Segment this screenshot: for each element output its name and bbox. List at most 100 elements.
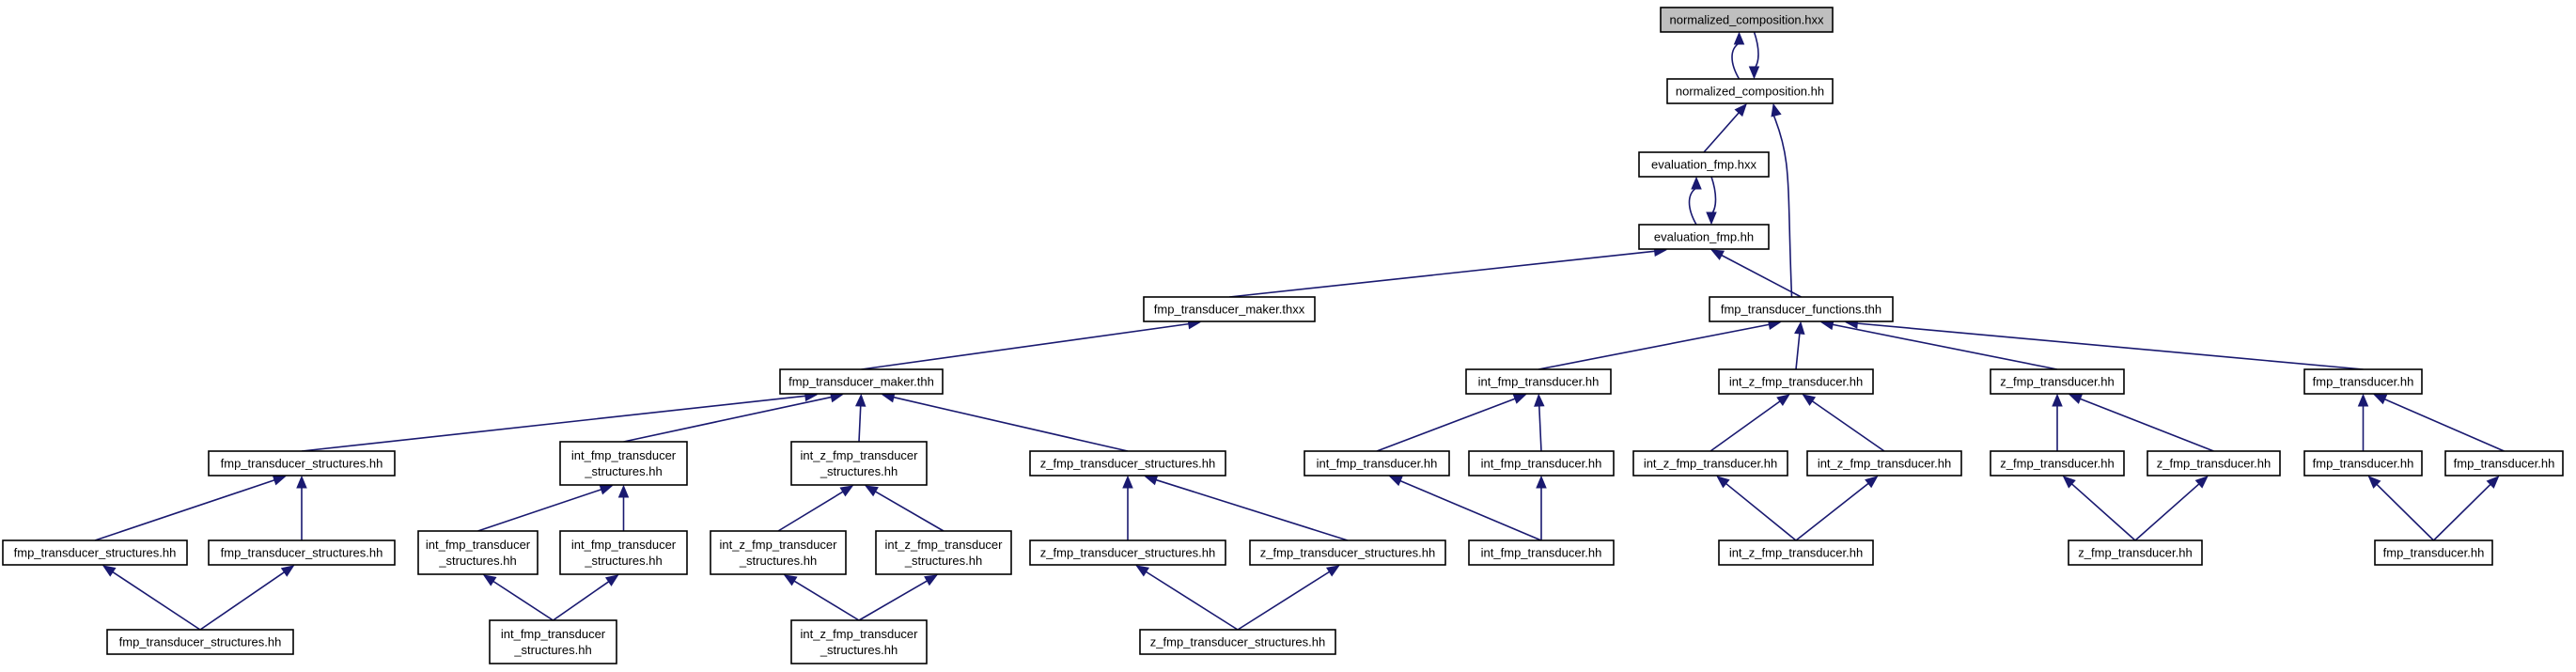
graph-node[interactable]: normalized_composition.hxx [1660,7,1834,33]
graph-node[interactable]: z_fmp_transducer.hh [1990,368,2125,395]
node-label: int_z_fmp_transducer.hh [1644,457,1777,471]
graph-node[interactable]: int_fmp_transducer_structures.hh [559,530,688,575]
node-label: _structures.hh [584,554,662,568]
graph-node[interactable]: z_fmp_transducer_structures.hh [1249,539,1446,566]
node-label: int_z_fmp_transducer.hh [1729,546,1863,560]
graph-node[interactable]: fmp_transducer_structures.hh [208,450,396,477]
node-box [1468,450,1615,477]
dependency-edge [2070,482,2136,541]
graph-node[interactable]: fmp_transducer.hh [2303,368,2423,395]
graph-node[interactable]: int_z_fmp_transducer.hh [1632,450,1788,477]
graph-node[interactable]: evaluation_fmp.hxx [1638,151,1770,178]
dependency-edge [1538,404,1542,452]
dependency-edge [1398,479,1542,541]
graph-node[interactable]: int_z_fmp_transducer.hh [1718,368,1874,395]
arrowhead [1802,394,1817,406]
dependency-edge [1710,176,1717,215]
node-label: _structures.hh [820,643,898,657]
graph-node[interactable]: fmp_transducer_functions.thh [1709,296,1894,322]
arrowhead [2486,476,2500,489]
dependency-edge [301,395,807,452]
arrowhead [1776,394,1790,406]
node-label: normalized_composition.hxx [1669,13,1824,27]
node-label: int_fmp_transducer.hh [1481,546,1602,560]
dependency-edge [1720,254,1802,298]
graph-node[interactable]: int_z_fmp_transducer_structures.hh [790,619,928,664]
dependency-edge [858,579,929,621]
dependency-edge [199,570,286,631]
dependency-edge [1228,250,1656,298]
graph-node[interactable]: int_fmp_transducer_structures.hh [417,530,539,575]
arrowhead [1733,31,1745,45]
dependency-edge [492,580,554,621]
graph-node[interactable]: z_fmp_transducer.hh [1990,450,2125,477]
arrowhead [101,565,117,577]
graph-node[interactable]: int_z_fmp_transducer.hh [1718,539,1874,566]
arrowhead [2373,394,2388,405]
graph-node[interactable]: int_fmp_transducer.hh [1468,450,1615,477]
node-box [875,530,1012,575]
node-label: int_z_fmp_transducer.hh [1729,375,1863,389]
graph-node[interactable]: fmp_transducer.hh [2374,539,2493,566]
graph-node[interactable]: fmp_transducer.hh [2303,450,2423,477]
graph-node[interactable]: fmp_transducer_maker.thxx [1143,296,1316,322]
graph-node[interactable]: int_fmp_transducer_structures.hh [489,619,617,664]
node-label: z_fmp_transducer_structures.hh [1040,546,1215,560]
arrowhead [854,393,866,407]
graph-node[interactable]: int_fmp_transducer_structures.hh [559,441,688,486]
arrowhead [280,565,295,577]
arrowhead [1536,475,1547,489]
dependency-edge [1237,570,1331,631]
graph-node[interactable]: int_fmp_transducer.hh [1304,450,1450,477]
graph-node[interactable]: z_fmp_transducer_structures.hh [1029,539,1226,566]
arrowhead [1326,565,1340,577]
node-box [106,629,294,655]
node-label: int_fmp_transducer.hh [1481,457,1602,471]
node-label: int_fmp_transducer.hh [1317,457,1438,471]
node-box [1468,539,1615,566]
node-label: int_fmp_transducer [501,627,606,641]
dependency-edge [892,396,1129,452]
arrowhead [783,574,798,586]
node-label: _structures.hh [584,464,662,478]
dependency-edge [1772,114,1793,298]
node-box [779,368,944,395]
dependency-edge [1753,31,1759,70]
dependency-edge [1725,482,1797,541]
graph-node[interactable]: int_fmp_transducer.hh [1465,368,1612,395]
arrowhead [839,485,854,497]
graph-node[interactable]: int_fmp_transducer.hh [1468,539,1615,566]
dependency-edge [94,478,276,541]
node-box [1139,629,1336,655]
graph-node[interactable]: fmp_transducer_maker.thh [779,368,944,395]
graph-node[interactable]: normalized_composition.hh [1666,78,1834,104]
arrowhead [1135,565,1149,577]
graph-node[interactable]: z_fmp_transducer_structures.hh [1029,450,1226,477]
dependency-edge [1831,323,2058,370]
dependency-edge [2432,483,2492,541]
graph-node[interactable]: fmp_transducer_structures.hh [2,539,188,566]
node-box [1143,296,1316,322]
graph-node[interactable]: fmp_transducer_structures.hh [208,539,396,566]
graph-node[interactable]: z_fmp_transducer_structures.hh [1139,629,1336,655]
node-box [208,450,396,477]
graph-node[interactable]: fmp_transducer.hh [2444,450,2564,477]
node-label: z_fmp_transducer.hh [2157,457,2271,471]
graph-node[interactable]: int_z_fmp_transducer.hh [1806,450,1962,477]
graph-node[interactable]: z_fmp_transducer.hh [2068,539,2203,566]
arrowhead [1865,476,1879,489]
dependency-edge [2134,482,2201,541]
node-box [559,530,688,575]
graph-node[interactable]: z_fmp_transducer.hh [2147,450,2281,477]
graph-node[interactable]: fmp_transducer_structures.hh [106,629,294,655]
graph-node[interactable]: int_z_fmp_transducer_structures.hh [875,530,1012,575]
graph-node[interactable]: int_z_fmp_transducer_structures.hh [790,441,928,486]
arrowhead [604,574,619,586]
nodes-layer: normalized_composition.hxx normalized_com… [2,7,2564,664]
graph-node[interactable]: int_z_fmp_transducer_structures.hh [710,530,847,575]
arrowhead [617,484,630,498]
node-label: fmp_transducer_functions.thh [1721,303,1881,317]
graph-node[interactable]: evaluation_fmp.hh [1638,224,1770,250]
dependency-edge [792,580,860,621]
